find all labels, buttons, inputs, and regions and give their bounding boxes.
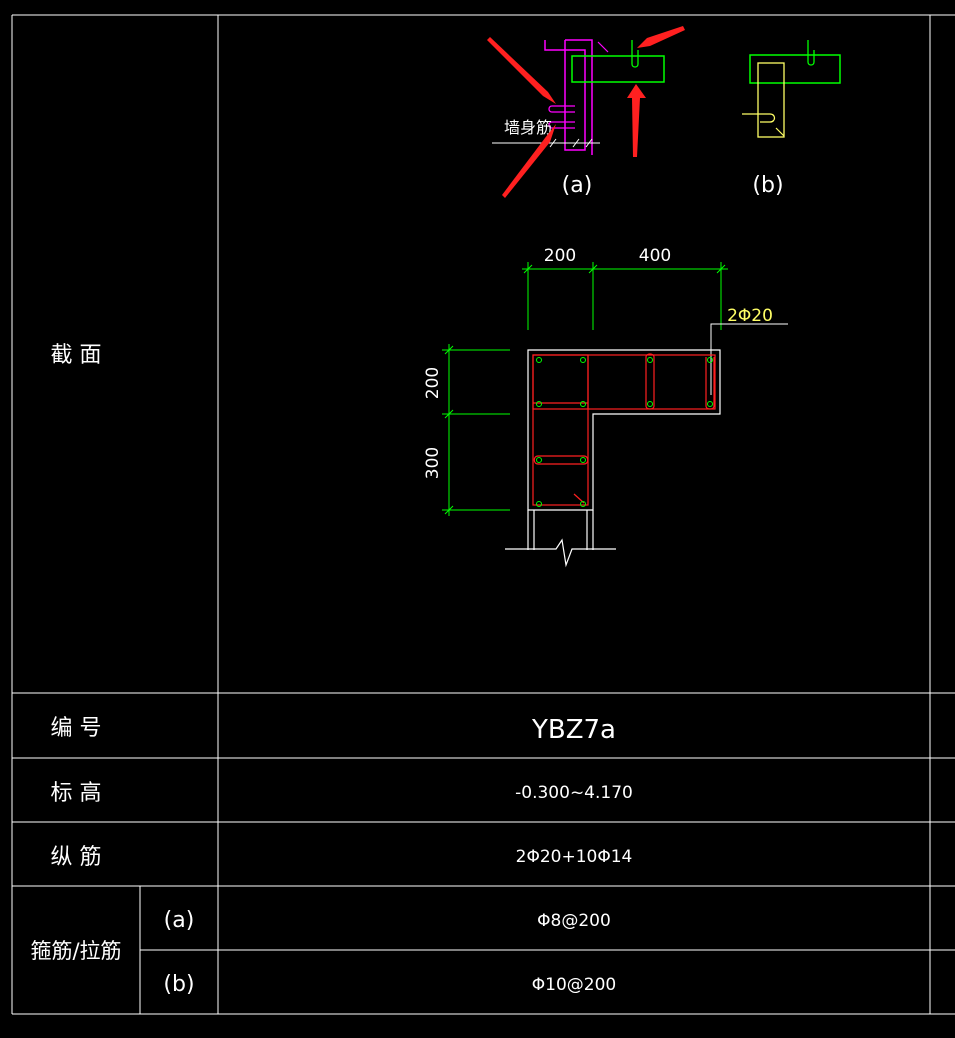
elevation-value: -0.300~4.170 — [515, 783, 633, 803]
dim-top-right: 400 — [639, 246, 671, 266]
detail-b — [742, 40, 841, 138]
section-dimensions — [442, 262, 728, 516]
rebar-callout: 2Φ20 — [727, 306, 773, 326]
wall-bar-label: 墙身筋 — [504, 118, 552, 137]
section-outline — [505, 349, 721, 568]
annotation-arrows — [487, 26, 685, 198]
detail-a — [492, 39, 665, 155]
id-value: YBZ7a — [531, 715, 616, 745]
stirrup-b-label: (b) — [163, 972, 194, 997]
rebar-callout-leader — [710, 323, 788, 395]
caption-b: (b) — [752, 173, 783, 198]
arrow-top-right — [637, 26, 685, 48]
dim-left-top: 200 — [423, 367, 443, 399]
elevation-label: 标 高 — [51, 781, 102, 806]
long-bar-label: 纵 筋 — [51, 845, 102, 870]
table-grid — [11, 14, 955, 1015]
arrow-lower-left — [502, 124, 556, 198]
caption-a: (a) — [562, 173, 593, 198]
arrow-upper-left — [487, 37, 556, 104]
section-stirrups — [532, 353, 716, 506]
dim-left-bottom: 300 — [423, 447, 443, 479]
id-label: 编 号 — [51, 716, 102, 741]
section-label: 截 面 — [51, 343, 102, 368]
section-rebar-dots — [536, 357, 713, 507]
stirrup-a-value: Φ8@200 — [537, 911, 611, 931]
stirrup-label: 箍筋/拉筋 — [30, 939, 121, 963]
dim-top-left: 200 — [544, 246, 576, 266]
arrow-up — [627, 84, 646, 157]
stirrup-a-label: (a) — [164, 908, 195, 933]
long-bar-value: 2Φ20+10Φ14 — [516, 847, 633, 867]
stirrup-b-value: Φ10@200 — [532, 975, 616, 995]
